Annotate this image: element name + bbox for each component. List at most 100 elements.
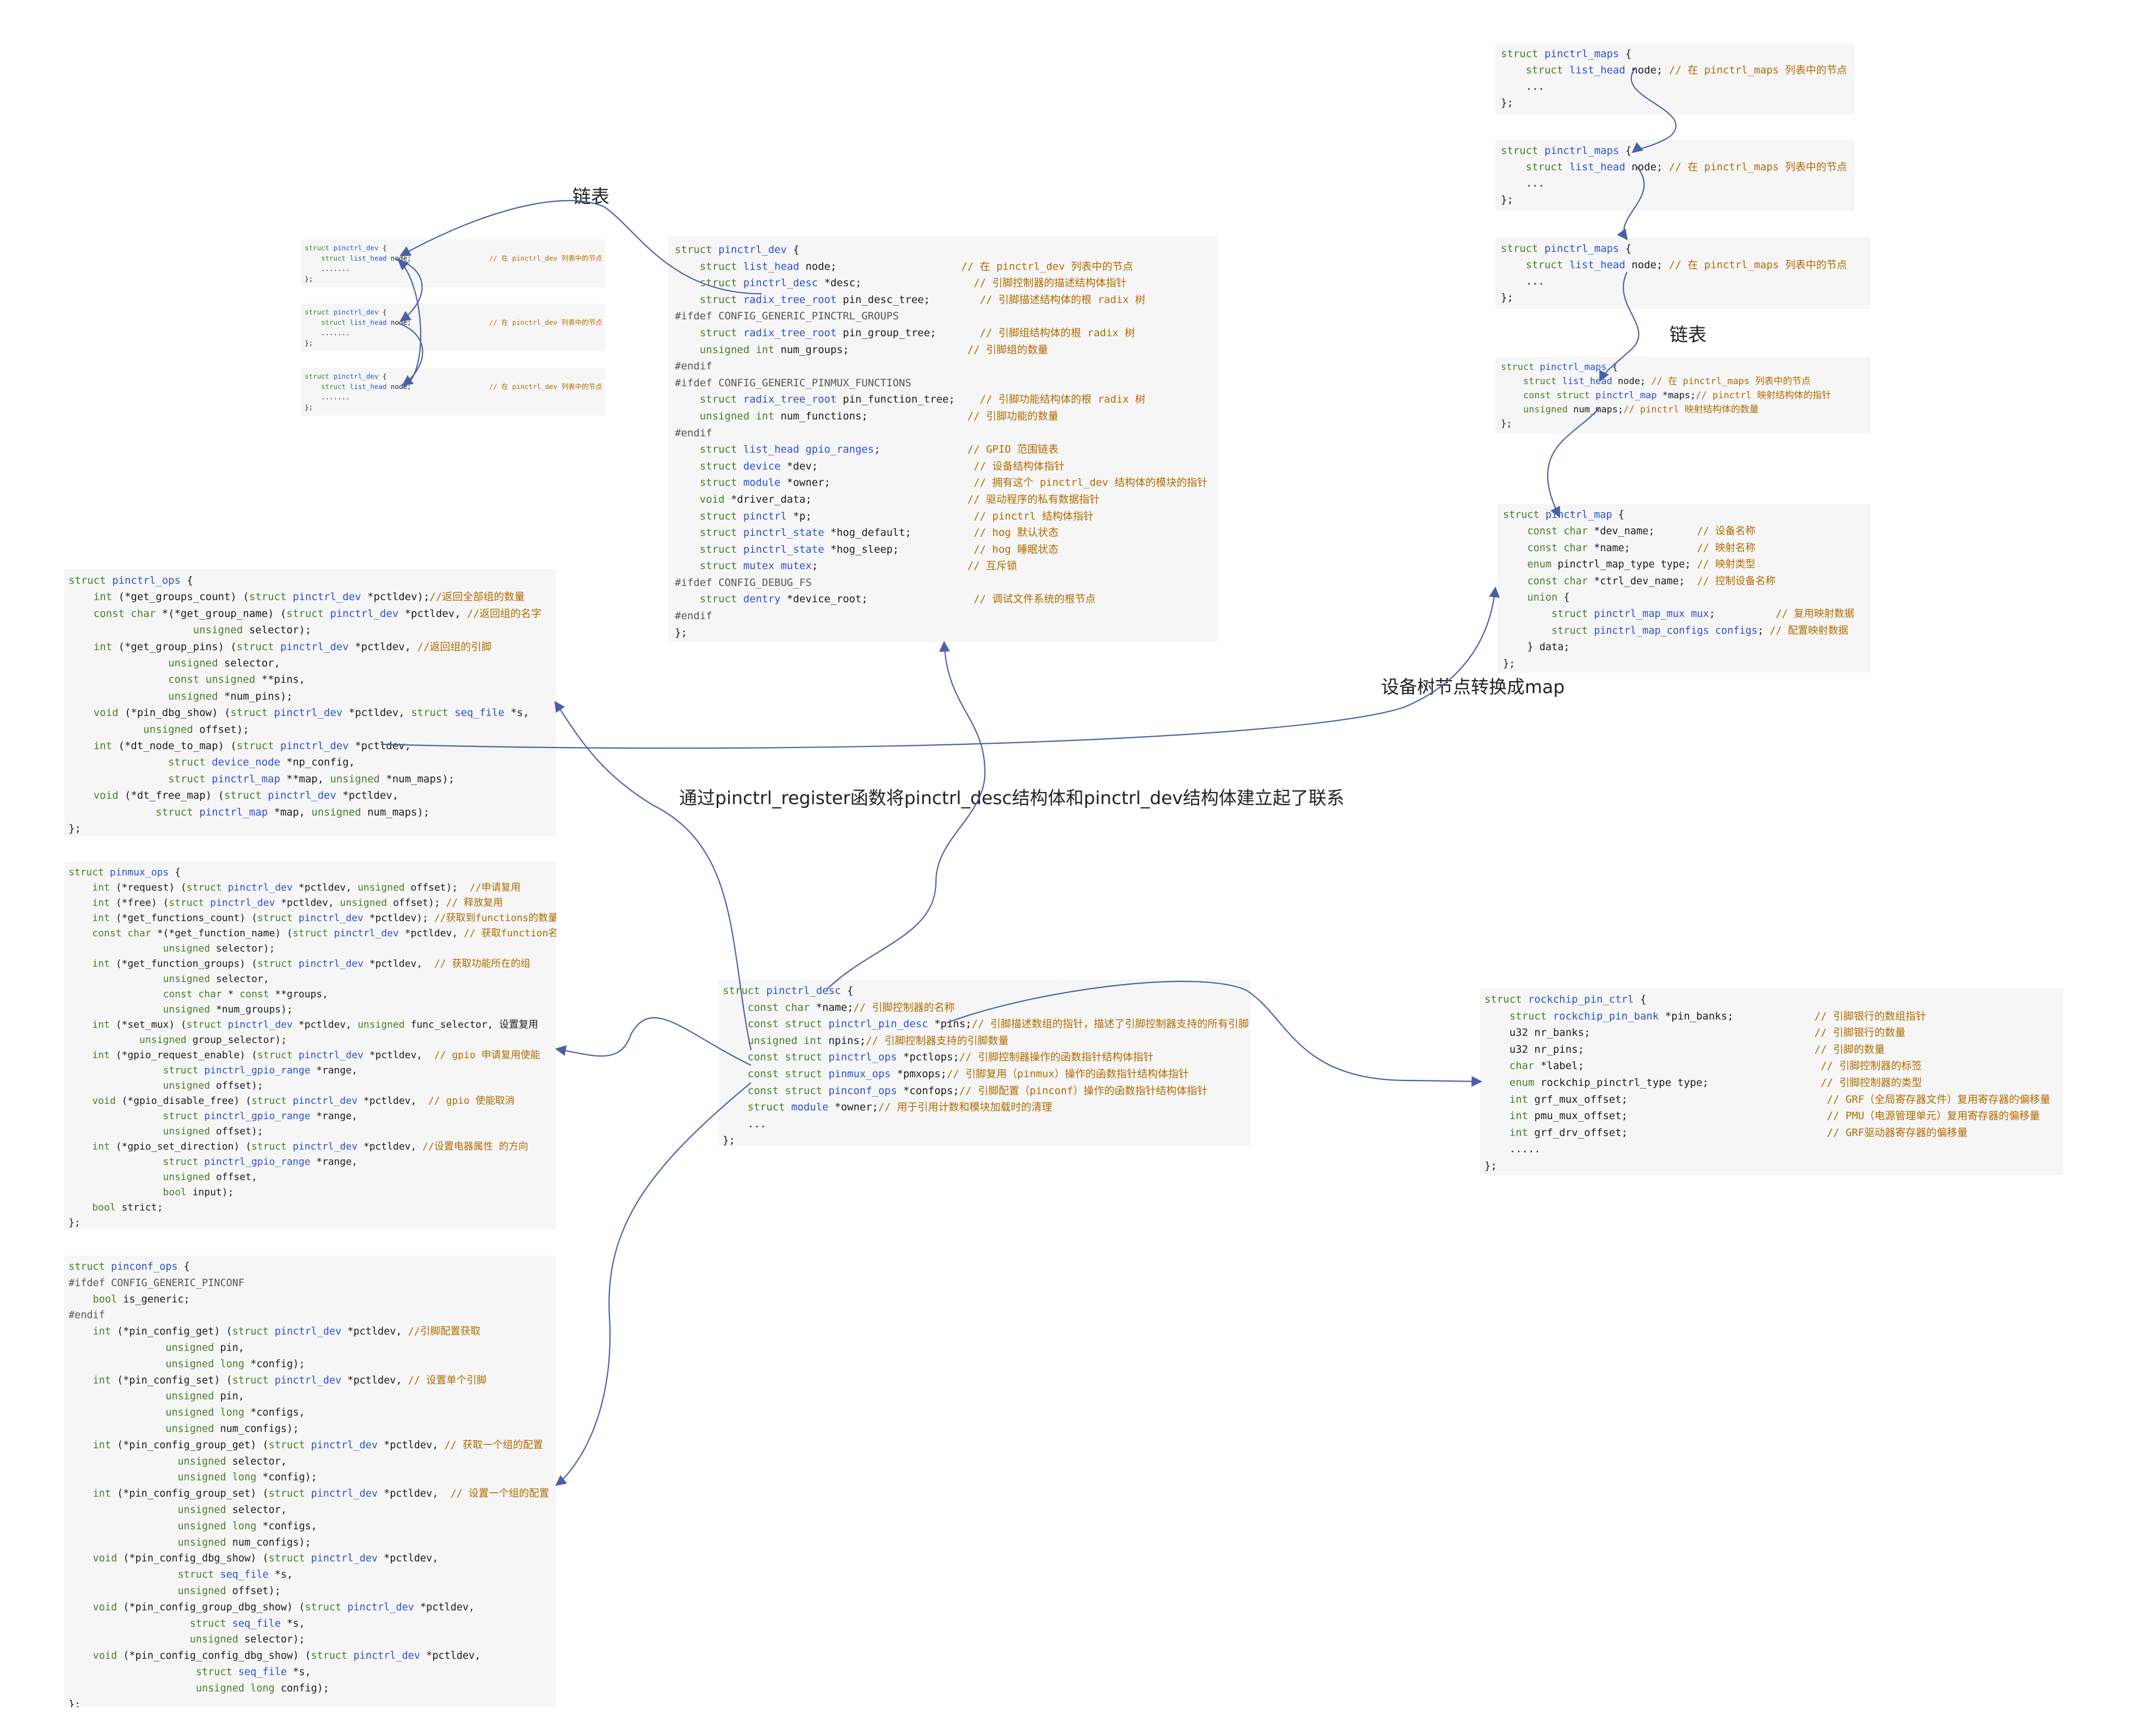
label-list-left: 链表 (572, 186, 609, 208)
code-token: struct (1501, 48, 1545, 60)
code-line: unsigned long *configs, (69, 1518, 552, 1535)
code-line: }; (69, 1215, 552, 1230)
code-line: struct pinctrl_map_configs configs; // 配… (1503, 623, 1865, 639)
code-token: ... (723, 1117, 767, 1130)
code-line: unsigned offset, (69, 1170, 552, 1185)
code-token: pinctrl_dev (298, 1049, 364, 1061)
code-token: list_head (1569, 161, 1625, 173)
code-token: void (93, 1650, 118, 1662)
code-token: // hog 睡眠状态 (974, 543, 1059, 555)
pinctrl-desc-struct: struct pinctrl_desc { const char *name;/… (718, 979, 1251, 1146)
code-line: int (*gpio_request_enable) (struct pinct… (69, 1048, 552, 1063)
code-token: pinctrl_map_configs configs (1594, 625, 1758, 637)
code-token: int (93, 640, 113, 653)
code-token: struct (236, 740, 280, 752)
link-dev-node-list (399, 200, 762, 295)
code-line: #ifdef CONFIG_GENERIC_PINMUX_FUNCTIONS (675, 375, 1211, 392)
code-token: unsigned (330, 773, 380, 785)
link-small-list-a (396, 258, 423, 322)
code-token: *(*get_function_name) ( (151, 928, 293, 939)
code-line: struct seq_file *s, (69, 1616, 552, 1632)
code-line: struct module *owner;// 用于引用计数和模块加载时的清理 (723, 1099, 1246, 1116)
pinctrl-dev-small-2: struct pinctrl_dev { struct list_head no… (300, 304, 605, 351)
code-token: selector, (226, 1504, 287, 1516)
code-token: pinmux_ops (109, 867, 169, 878)
code-token: (*get_group_pins) ( (112, 640, 237, 653)
code-line: unsigned num_configs); (69, 1535, 552, 1551)
code-token: struct (1525, 259, 1569, 271)
code-token: pinctrl_gpio_range (204, 1156, 311, 1168)
code-line: struct pinctrl_map_mux mux; // 复用映射数据 (1503, 606, 1865, 622)
code-line: bool is_generic; (69, 1292, 552, 1308)
code-token: struct (168, 773, 212, 785)
code-token: }; (675, 626, 687, 639)
code-line: struct list_head node; // 在 pinctrl_dev … (675, 258, 1211, 275)
code-token: unsigned (177, 1504, 226, 1516)
code-token: *range, (310, 1110, 358, 1122)
code-token: // GPIO 范围链表 (967, 443, 1059, 456)
pinctrl-dev-small-1: struct pinctrl_dev { struct list_head no… (300, 239, 605, 287)
code-token: struct (177, 1569, 220, 1581)
code-token: // 互斥锁 (967, 560, 1017, 572)
code-token: seq_file (454, 707, 504, 719)
code-token: seq_file (238, 1666, 287, 1678)
code-token: list_head (349, 254, 387, 262)
code-token: (*free) ( (109, 897, 169, 909)
code-token: struct (699, 460, 743, 472)
code-token: (*dt_free_map) ( (118, 789, 224, 802)
code-token: struct (257, 912, 299, 924)
code-token: pinctrl_maps (1539, 362, 1607, 373)
code-token: *pctldev, (398, 607, 467, 620)
code-token: struct (321, 382, 350, 391)
pinctrl-dev-struct: struct pinctrl_dev { struct list_head no… (668, 236, 1218, 642)
code-token: void (93, 707, 119, 719)
code-token: *pctldev, (336, 789, 399, 802)
code-token: const struct (1523, 390, 1596, 401)
code-token: // pinctrl 映射结构体的数量 (1623, 404, 1759, 415)
code-token: const char (163, 989, 222, 1000)
code-token: *pctldev, (348, 740, 411, 752)
code-token: struct (1525, 161, 1569, 173)
code-line: struct pinctrl_dev { (675, 242, 1211, 258)
code-token: *driver_data; (724, 493, 968, 505)
code-token: unsigned (163, 943, 211, 954)
code-token: struct (305, 244, 334, 252)
code-token: { (1619, 48, 1632, 60)
code-token: pinctrl_dev (210, 897, 275, 909)
code-line: }; (1503, 656, 1865, 672)
code-token: struct (1501, 362, 1540, 373)
code-token: void (92, 1095, 116, 1107)
code-token: (*gpio_set_direction) ( (109, 1141, 251, 1152)
code-line: const char *name; // 映射名称 (1503, 540, 1865, 557)
code-line: int (*pin_config_get) (struct pinctrl_de… (69, 1324, 552, 1340)
code-token: pinctrl_dev (227, 882, 293, 893)
code-token: }; (305, 339, 313, 347)
code-token: // pinctrl 结构体指针 (974, 510, 1094, 522)
code-line: unsigned num_configs); (69, 1421, 552, 1437)
code-token: mutex mutex (743, 560, 812, 572)
code-token: *pctldev, (348, 640, 417, 653)
code-token: (*set_mux) ( (109, 1019, 187, 1030)
code-token: unsigned (193, 624, 243, 637)
code-token: pinctrl_ops (828, 1051, 897, 1064)
code-line: int (*get_groups_count) (struct pinctrl_… (69, 589, 552, 605)
code-token: is_generic; (117, 1293, 190, 1305)
code-line: struct pinctrl *p; // pinctrl 结构体指针 (675, 508, 1211, 525)
code-token: void (699, 493, 725, 505)
code-line: unsigned offset); (69, 721, 552, 738)
code-token: struct (156, 806, 200, 818)
code-line: struct pinconf_ops { (69, 1259, 552, 1275)
code-token: list_head (349, 318, 387, 326)
code-token: struct (1509, 1010, 1553, 1022)
pinctrl-ops-struct: struct pinctrl_ops { int (*get_groups_co… (64, 569, 556, 837)
code-token: (*pin_config_group_set) ( (110, 1488, 269, 1500)
code-token: unsigned long (195, 1682, 275, 1694)
code-token: unsigned (165, 1423, 214, 1435)
code-line: int grf_mux_offset; // GRF（全局寄存器文件）复用寄存器… (1484, 1091, 2059, 1108)
code-token: pinctrl (743, 510, 787, 522)
code-token: struct (1503, 509, 1545, 521)
link-maps-a (1630, 67, 1677, 153)
code-line: #ifdef CONFIG_GENERIC_PINCONF (69, 1275, 552, 1292)
code-line: struct pinctrl_state *hog_sleep; // hog … (675, 541, 1211, 558)
